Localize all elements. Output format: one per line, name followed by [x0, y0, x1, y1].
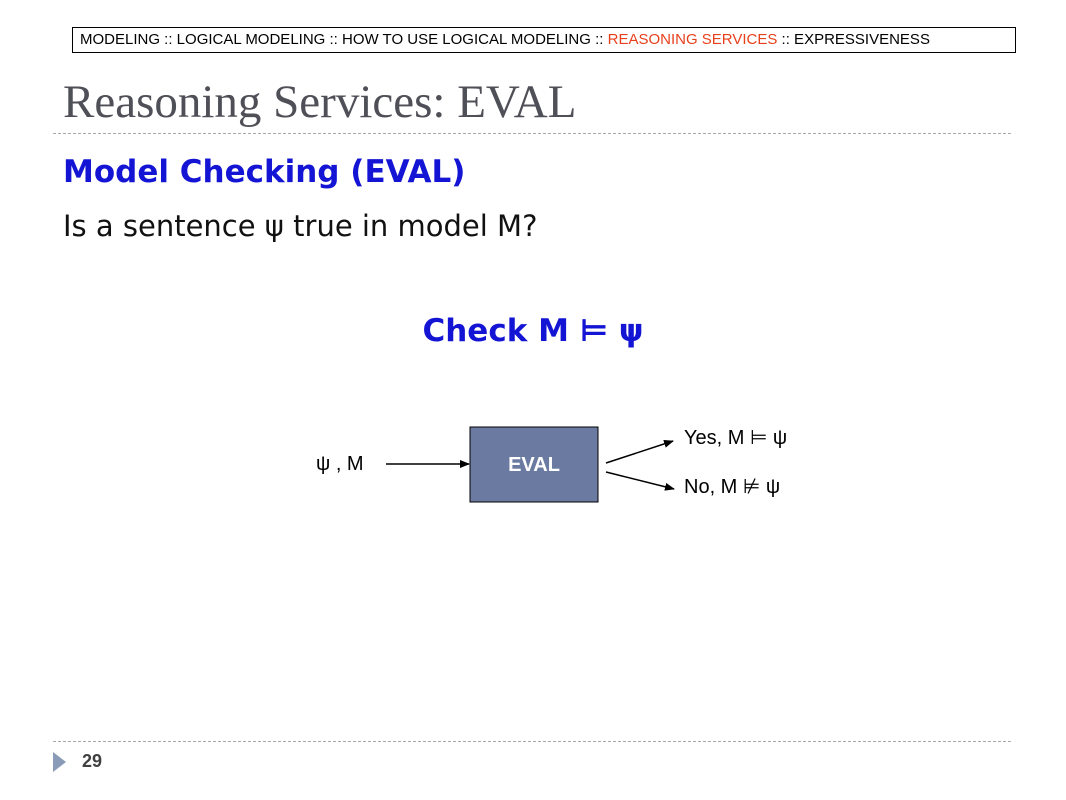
no-arrow	[605, 471, 675, 491]
footer-divider	[53, 741, 1011, 742]
yes-arrow	[605, 440, 674, 464]
yes-label: Yes, M ⊨ ψ	[684, 427, 787, 449]
eval-box-label: EVAL	[508, 454, 560, 476]
no-label: No, M ⊭ ψ	[684, 476, 780, 498]
eval-box	[469, 426, 599, 503]
page-number: 29	[82, 751, 103, 771]
slide-body-text: Is a sentence ψ true in model M?	[63, 209, 538, 243]
slide-title: Reasoning Services: EVAL	[63, 76, 577, 128]
breadcrumb: MODELING :: LOGICAL MODELING :: HOW TO U…	[72, 27, 1016, 53]
input-label: ψ , M	[316, 453, 364, 475]
slide-subheading: Model Checking (EVAL)	[63, 154, 466, 190]
breadcrumb-next: :: EXPRESSIVENESS	[777, 31, 930, 48]
check-statement: Check M ⊨ ψ	[422, 313, 644, 349]
footer-triangle-icon	[53, 752, 66, 772]
breadcrumb-path: MODELING :: LOGICAL MODELING :: HOW TO U…	[80, 31, 608, 48]
breadcrumb-current: REASONING SERVICES	[607, 31, 778, 48]
title-divider	[53, 133, 1011, 134]
